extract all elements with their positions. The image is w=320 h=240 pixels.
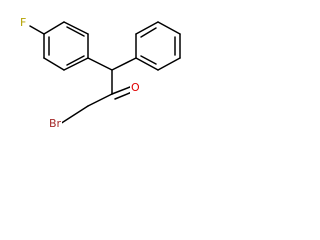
molecule-diagram: F O Br: [0, 0, 203, 148]
c-f-bond: [29, 25, 45, 35]
oxygen-atom-label: O: [130, 81, 141, 94]
fluorophenyl-ring: [43, 21, 89, 71]
structure-svg: [29, 21, 181, 125]
carbonyl-double-bond-a: [111, 86, 131, 95]
bromine-atom-label: Br: [48, 117, 63, 130]
carbonyl-double-bond-b: [114, 91, 133, 100]
ch2-br-bond: [59, 105, 89, 125]
fluorine-atom-label: F: [19, 16, 28, 29]
phenyl-ring: [135, 21, 181, 71]
carbonyl-ch2-bond: [87, 93, 113, 107]
ch-phenyl-bond: [111, 57, 137, 71]
ring-ch-bond: [87, 57, 113, 71]
skeleton-bonds: [29, 25, 137, 125]
